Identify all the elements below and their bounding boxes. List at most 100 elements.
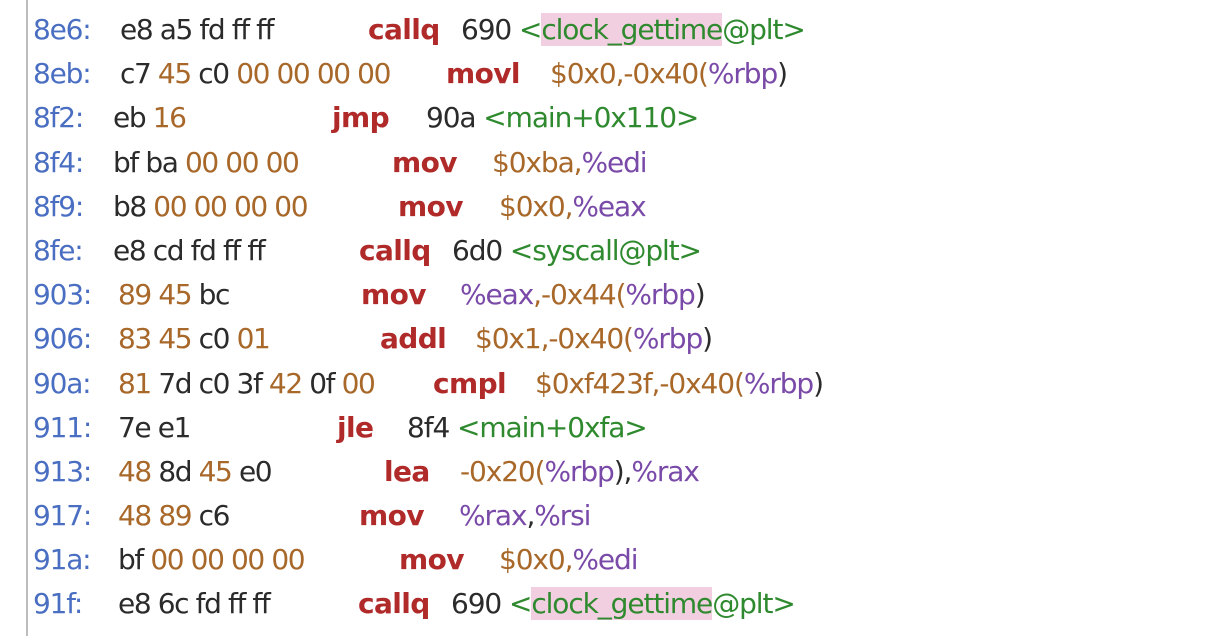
operand-token: %rbp	[625, 278, 695, 312]
operand-token: )	[702, 322, 713, 356]
operand-token: $0x0,	[499, 543, 574, 577]
instruction-mnemonic: lea	[384, 454, 430, 488]
instruction-address: 911:	[33, 410, 92, 444]
byte-group: c6	[198, 499, 231, 533]
byte-group: 8d	[158, 454, 199, 488]
operand-token: %rbp	[632, 322, 703, 356]
instruction-bytes: b8 00 00 00 00	[113, 185, 309, 229]
operand-token: %edi	[581, 145, 647, 179]
instruction-mnemonic: jmp	[332, 101, 390, 135]
operand-token: )	[694, 278, 706, 312]
operand-token: %eax	[460, 278, 534, 312]
instruction-mnemonic: movl	[446, 57, 520, 91]
instruction-operands: $0x1,-0x40(%rbp)	[475, 317, 713, 361]
instruction-address: 8f2:	[33, 101, 84, 135]
operand-token: ,-0x44(	[533, 278, 626, 312]
operand-token: $0xba,	[492, 145, 583, 179]
instruction-address: 8f4:	[33, 145, 84, 179]
instruction-address: 91a:	[33, 543, 92, 577]
operand-token[interactable]: <	[518, 13, 542, 46]
operand-token: )	[813, 366, 824, 400]
instruction-operands: -0x20(%rbp),%rax	[460, 450, 700, 494]
instruction-operands: 690 <clock_gettime@plt>	[461, 8, 806, 52]
instruction-address: 91f:	[33, 587, 83, 621]
operand-token: $0x0,-0x40(	[550, 57, 709, 91]
instruction-bytes: 48 89 c6	[118, 494, 231, 538]
operand-token[interactable]: <main+0xfa>	[457, 410, 648, 444]
instruction-operands: %eax,-0x44(%rbp)	[460, 273, 706, 317]
instruction-operands: 690 <clock_gettime@plt>	[451, 582, 796, 626]
byte-group: bc	[198, 278, 231, 312]
instruction-address: 903:	[33, 278, 92, 312]
operand-token: %rbp	[544, 454, 614, 488]
instruction-operands: 6d0 <syscall@plt>	[452, 229, 702, 273]
operand-token[interactable]: @plt>	[722, 13, 806, 46]
operand-token: 8f4	[407, 410, 457, 444]
byte-group: 01	[236, 322, 271, 356]
byte-group: b8	[113, 189, 154, 223]
operand-token: ,	[526, 499, 535, 533]
highlighted-symbol[interactable]: clock_gettime	[541, 13, 723, 46]
instruction-operands: $0xf423f,-0x40(%rbp)	[535, 362, 824, 406]
byte-group: 00 00 00 00	[150, 543, 305, 577]
instruction-mnemonic: mov	[398, 189, 463, 223]
instruction-bytes: e8 a5 fd ff ff	[120, 8, 274, 52]
instruction-mnemonic: callq	[358, 587, 430, 621]
operand-token[interactable]: @plt>	[712, 587, 796, 621]
byte-group: 45	[198, 454, 239, 488]
operand-token: %edi	[572, 543, 638, 577]
byte-group: 42	[268, 366, 310, 400]
byte-group: 81	[118, 366, 159, 400]
instruction-address: 917:	[33, 499, 92, 533]
operand-token: 690	[461, 13, 519, 46]
byte-group: c0	[198, 322, 237, 356]
byte-group: e0	[238, 454, 273, 488]
byte-group: e8 a5 fd ff ff	[120, 13, 274, 46]
instruction-bytes: 89 45 bc	[118, 273, 231, 317]
byte-group: c7	[120, 57, 158, 91]
operand-token: %rbp	[743, 366, 814, 400]
operand-token: 690	[451, 587, 509, 621]
instruction-mnemonic: mov	[392, 145, 457, 179]
operand-token[interactable]: <main+0x110>	[483, 101, 699, 135]
instruction-bytes: e8 cd fd ff ff	[113, 229, 266, 273]
instruction-operands: %rax,%rsi	[459, 494, 591, 538]
byte-group: 0f	[309, 366, 342, 400]
operand-token: %rbp	[707, 57, 778, 91]
instruction-address: 90a:	[33, 366, 92, 400]
byte-group: 00 00 00 00	[236, 57, 391, 91]
instruction-operands: $0x0,%eax	[499, 185, 647, 229]
instruction-bytes: 81 7d c0 3f 42 0f 00	[118, 362, 376, 406]
instruction-address: 906:	[33, 322, 92, 356]
operand-token: 90a	[426, 101, 484, 135]
operand-token: 6d0	[452, 233, 510, 267]
byte-group: 48 89	[118, 499, 199, 533]
byte-group: e8 6c fd ff ff	[118, 587, 271, 621]
operand-token: %rsi	[534, 499, 591, 533]
highlighted-symbol[interactable]: clock_gettime	[531, 587, 713, 621]
operand-token: %eax	[572, 189, 646, 223]
byte-group: 7d c0 3f	[158, 366, 269, 400]
instruction-bytes: eb 16	[113, 96, 187, 140]
byte-group: 48	[118, 454, 159, 488]
operand-token[interactable]: <	[508, 587, 532, 621]
operand-token: )	[777, 57, 788, 91]
instruction-mnemonic: jle	[337, 410, 374, 444]
operand-token: $0xf423f,-0x40(	[535, 366, 745, 400]
operand-token[interactable]: <syscall@plt>	[509, 233, 702, 267]
instruction-mnemonic: mov	[359, 499, 424, 533]
byte-group: bf	[118, 543, 151, 577]
instruction-operands: 8f4 <main+0xfa>	[407, 406, 648, 450]
operand-token: ),	[613, 454, 633, 488]
instruction-address: 8fe:	[33, 233, 84, 267]
instruction-bytes: bf ba 00 00 00	[113, 141, 300, 185]
gutter-border	[26, 0, 28, 636]
operand-token: $0x1,-0x40(	[475, 322, 634, 356]
byte-group: 16	[152, 101, 187, 135]
operand-token: $0x0,	[499, 189, 574, 223]
instruction-mnemonic: callq	[368, 13, 440, 46]
byte-group: 89 45	[118, 278, 199, 312]
byte-group: 00	[341, 366, 376, 400]
byte-group: 7e e1	[118, 410, 191, 444]
